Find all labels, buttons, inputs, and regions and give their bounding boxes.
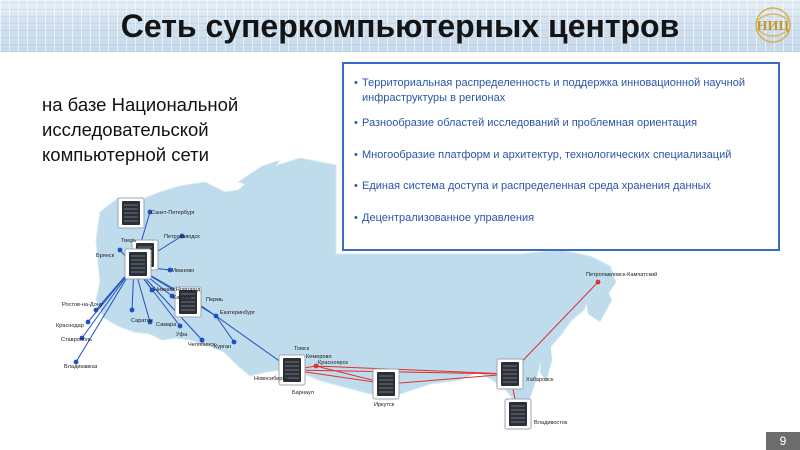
feature-item: Многообразие платформ и архитектур, техн…	[354, 148, 768, 163]
network-node-icon	[313, 363, 319, 369]
network-node-icon	[93, 307, 99, 313]
server-rack-icon	[496, 358, 524, 390]
network-node-icon	[595, 279, 601, 285]
network-node-icon	[177, 323, 183, 329]
city-label-ekaterinburg: Екатеринбург	[220, 310, 255, 316]
city-label-kemerovo: Кемерово	[306, 354, 332, 360]
network-node-icon	[73, 359, 79, 365]
city-label-bryansk: Брянск	[96, 253, 115, 259]
city-label-novosibirsk: Новосибирск	[254, 376, 288, 382]
server-rack-icon	[117, 197, 145, 229]
city-label-petrozavodsk: Петрозаводск	[164, 234, 200, 240]
network-node-icon	[167, 267, 173, 273]
logo-text: НИЦ	[757, 19, 790, 34]
network-node-icon	[85, 319, 91, 325]
title-banner: Сеть суперкомпьютерных центров НИЦ	[0, 0, 800, 52]
network-node-icon	[147, 209, 153, 215]
city-label-kazan: Казань	[173, 295, 191, 301]
network-node-icon	[199, 337, 205, 343]
network-node-icon	[79, 335, 85, 341]
network-node-icon	[117, 247, 123, 253]
network-node-icon	[169, 293, 175, 299]
city-label-ufa: Уфа	[176, 332, 188, 338]
server-rack-icon	[372, 368, 400, 400]
city-label-spb: Санкт-Петербург	[151, 210, 195, 216]
feature-item: Децентрализованное управления	[354, 211, 768, 226]
red-nodes	[313, 279, 601, 369]
city-label-rostov: Ростов-на-Дону	[62, 302, 103, 308]
kamchatka-peninsula	[586, 284, 612, 322]
city-label-saratov: Саратов	[131, 318, 153, 324]
network-node-icon	[149, 287, 155, 293]
city-label-ivanovo: Иваново	[172, 268, 194, 274]
city-label-chelyabinsk: Челябинск	[188, 342, 216, 348]
city-label-stavropol: Ставрополь	[61, 337, 92, 343]
server-rack-icon	[504, 398, 532, 430]
network-node-icon	[129, 307, 135, 313]
city-label-barnaul: Барнаул	[292, 390, 314, 396]
network-node-icon	[213, 313, 219, 319]
banner-texture	[0, 0, 800, 52]
feature-item: Единая система доступа и распределенная …	[354, 179, 768, 194]
slide-subtitle: на базе Национальной исследовательской к…	[42, 94, 239, 165]
city-label-vladivostok: Владивосток	[534, 420, 568, 426]
city-label-khabarovsk: Хабаровск	[526, 377, 554, 383]
network-node-icon	[179, 233, 185, 239]
city-label-nizhny: Нижний Новгород	[154, 286, 201, 293]
features-list: Территориальная распределенность и подде…	[344, 64, 778, 225]
server-rack-icon	[124, 248, 152, 280]
feature-item: Разнообразие областей исследований и про…	[354, 116, 768, 131]
city-label-krasnodar: Краснодар	[56, 323, 84, 329]
network-node-icon	[147, 319, 153, 325]
novaya-zemlya-island	[238, 160, 280, 186]
blue-nodes	[73, 209, 237, 365]
nic-logo-icon: НИЦ	[755, 7, 791, 43]
city-label-kurgan: Курган	[214, 344, 231, 350]
city-label-perm: Пермь	[206, 297, 223, 303]
city-label-tomsk: Томск	[294, 346, 310, 352]
city-label-tver: Тверь	[121, 238, 136, 244]
network-node-icon	[231, 339, 237, 345]
slide-title: Сеть суперкомпьютерных центров	[120, 8, 680, 44]
page-number: 9	[766, 432, 800, 450]
feature-item: Территориальная распределенность и подде…	[354, 76, 768, 105]
city-label-vladikavkaz: Владикавказ	[64, 364, 98, 370]
city-labels: Санкт-Петербург Петрозаводск Тверь Брянс…	[56, 210, 657, 426]
features-box: Территориальная распределенность и подде…	[342, 62, 780, 251]
red-links	[291, 281, 599, 415]
sakhalin-island	[540, 336, 552, 382]
city-label-samara: Самара	[156, 322, 177, 328]
city-label-kamchatka: Петропавловск-Камчатский	[586, 271, 657, 278]
city-label-irkutsk: Иркутск	[374, 402, 395, 408]
city-label-krasnoyarsk: Красноярск	[318, 360, 348, 366]
